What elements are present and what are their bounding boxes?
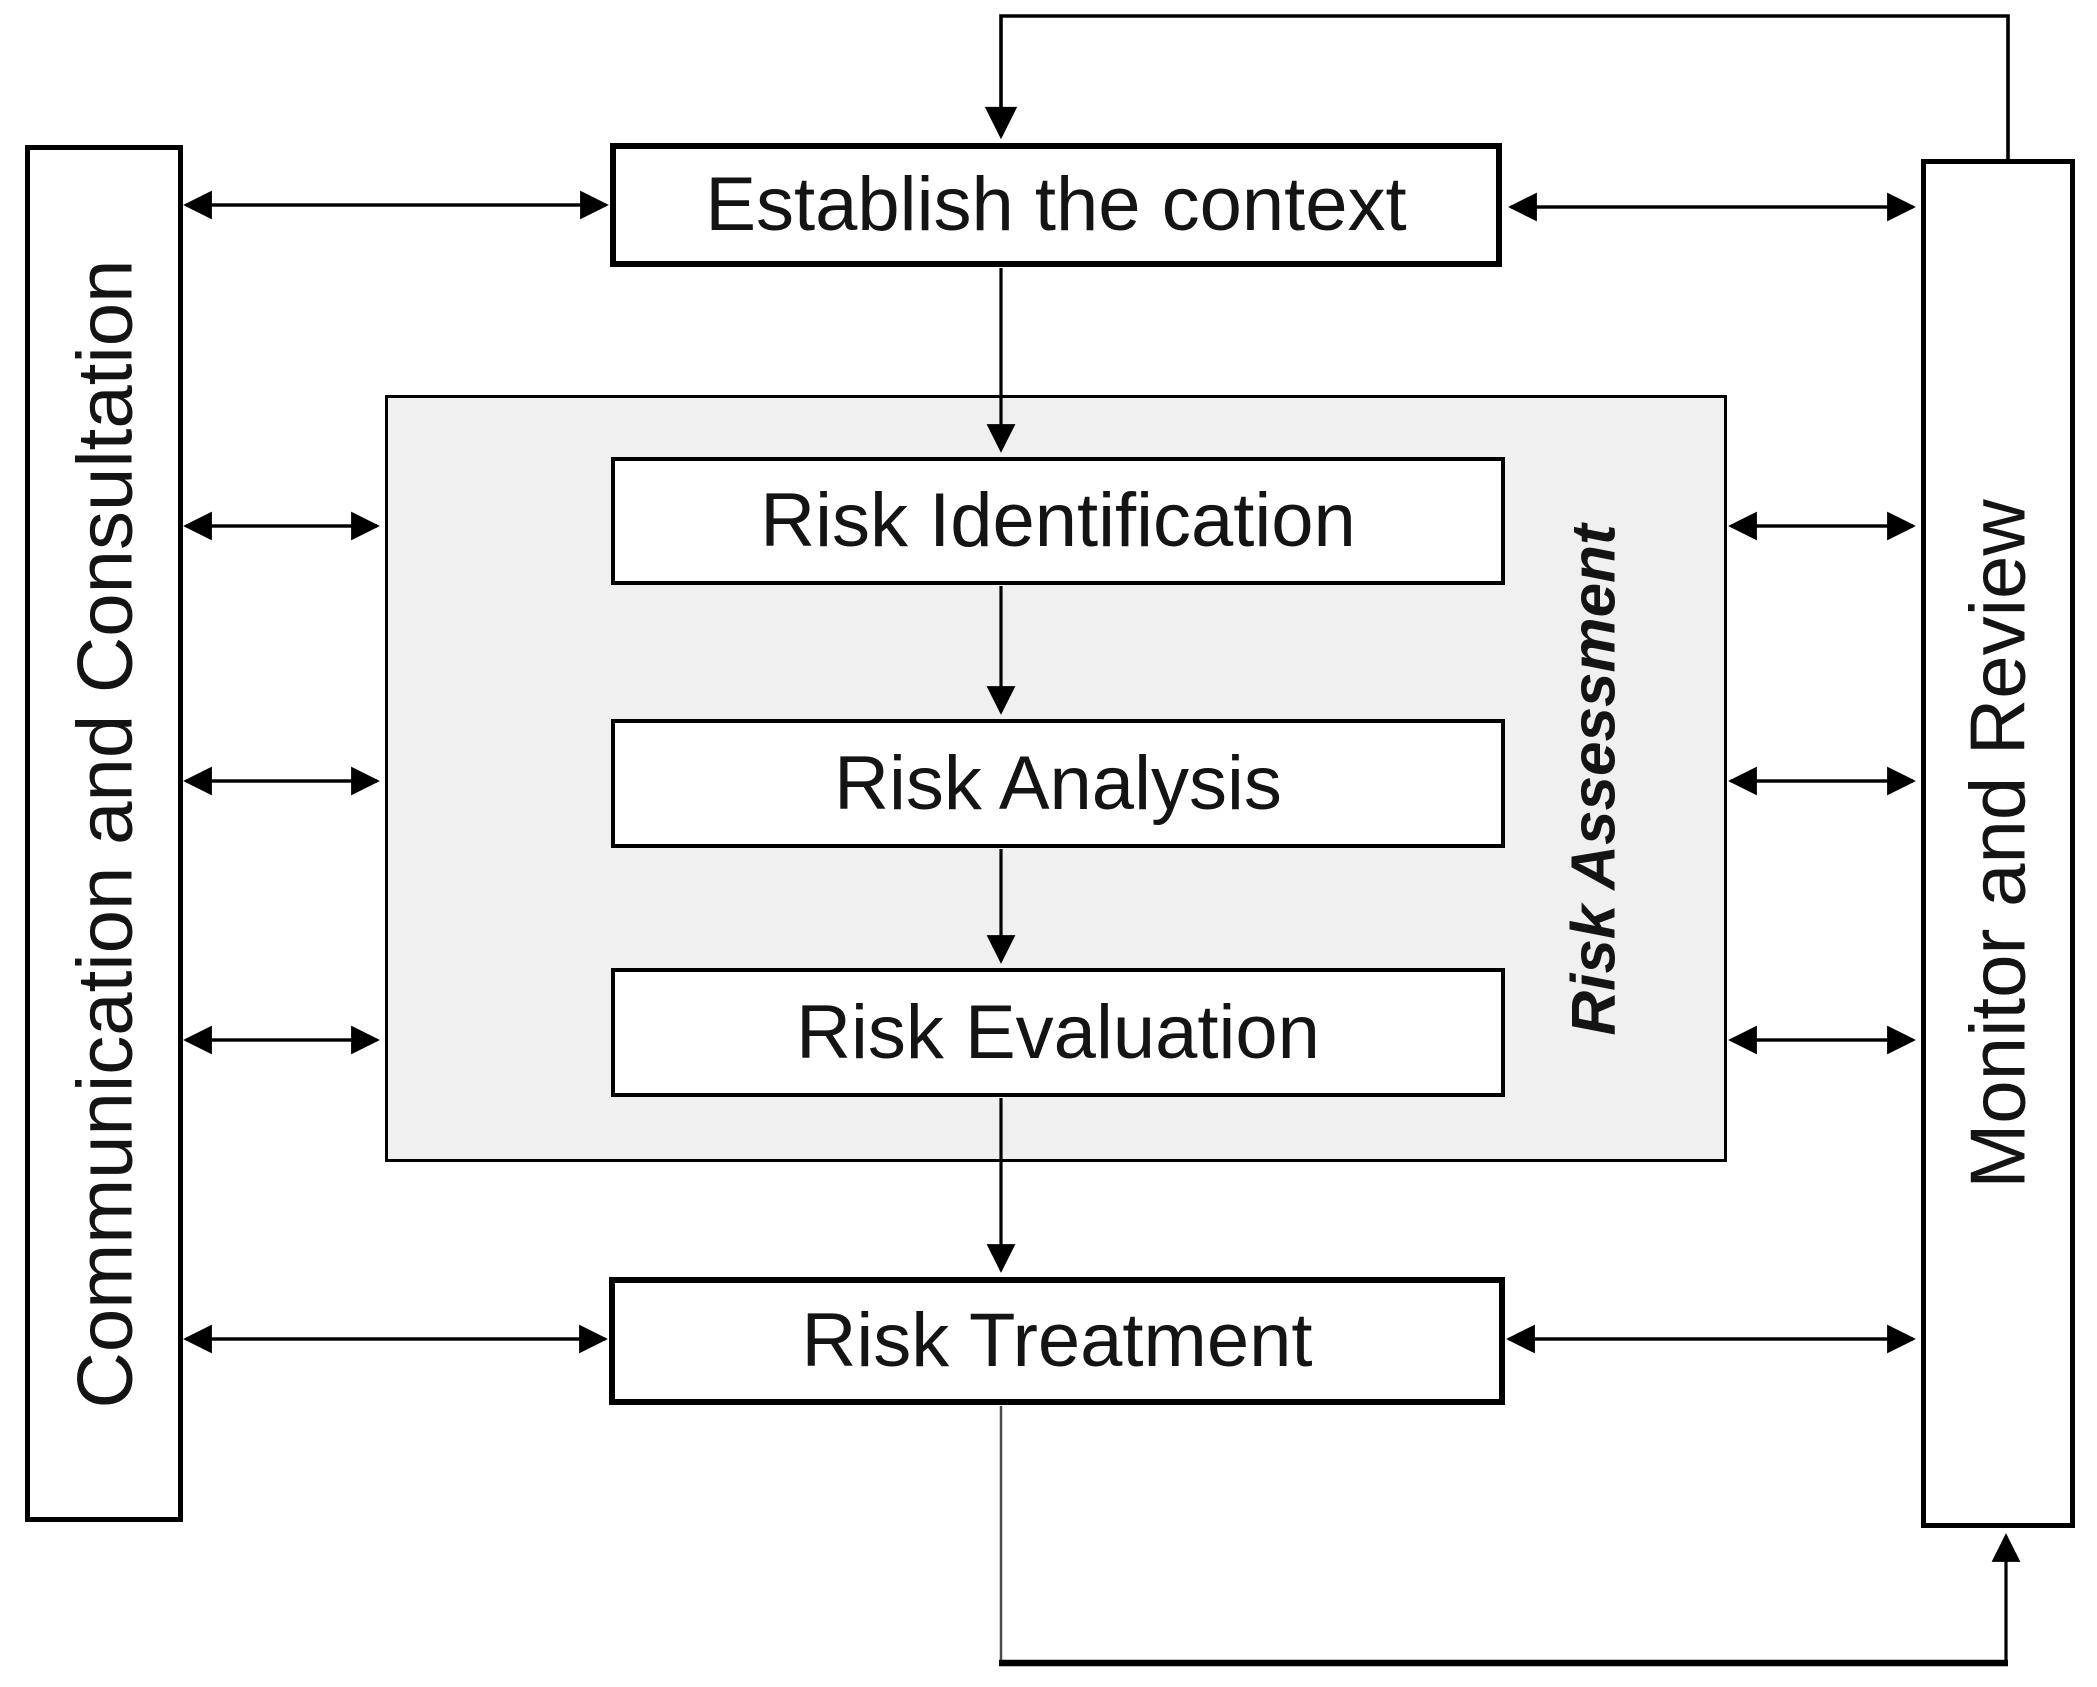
feedback-arrow-top-loop [984,14,2010,160]
communication-and-consultation-label: Communication and Consultation [60,259,149,1408]
sidebar-communication-and-consultation: Communication and Consultation [25,145,183,1522]
risk-identification-label: Risk Identification [760,478,1356,563]
risk-assessment-label-text: Risk Assessment [1560,524,1630,1036]
monitor-and-review-label: Monitor and Review [1954,498,2043,1189]
risk-analysis-label: Risk Analysis [834,740,1282,826]
risk-treatment-label: Risk Treatment [801,1298,1313,1383]
risk-assessment-group-label: Risk Assessment [1510,495,1680,1065]
node-establish-the-context: Establish the context [610,143,1502,267]
node-risk-treatment: Risk Treatment [609,1277,1505,1405]
node-risk-evaluation: Risk Evaluation [611,968,1505,1097]
node-risk-analysis: Risk Analysis [611,719,1505,848]
establish-the-context-label: Establish the context [705,162,1407,247]
risk-evaluation-label: Risk Evaluation [796,989,1320,1075]
node-risk-identification: Risk Identification [611,457,1505,585]
sidebar-monitor-and-review: Monitor and Review [1921,159,2075,1528]
